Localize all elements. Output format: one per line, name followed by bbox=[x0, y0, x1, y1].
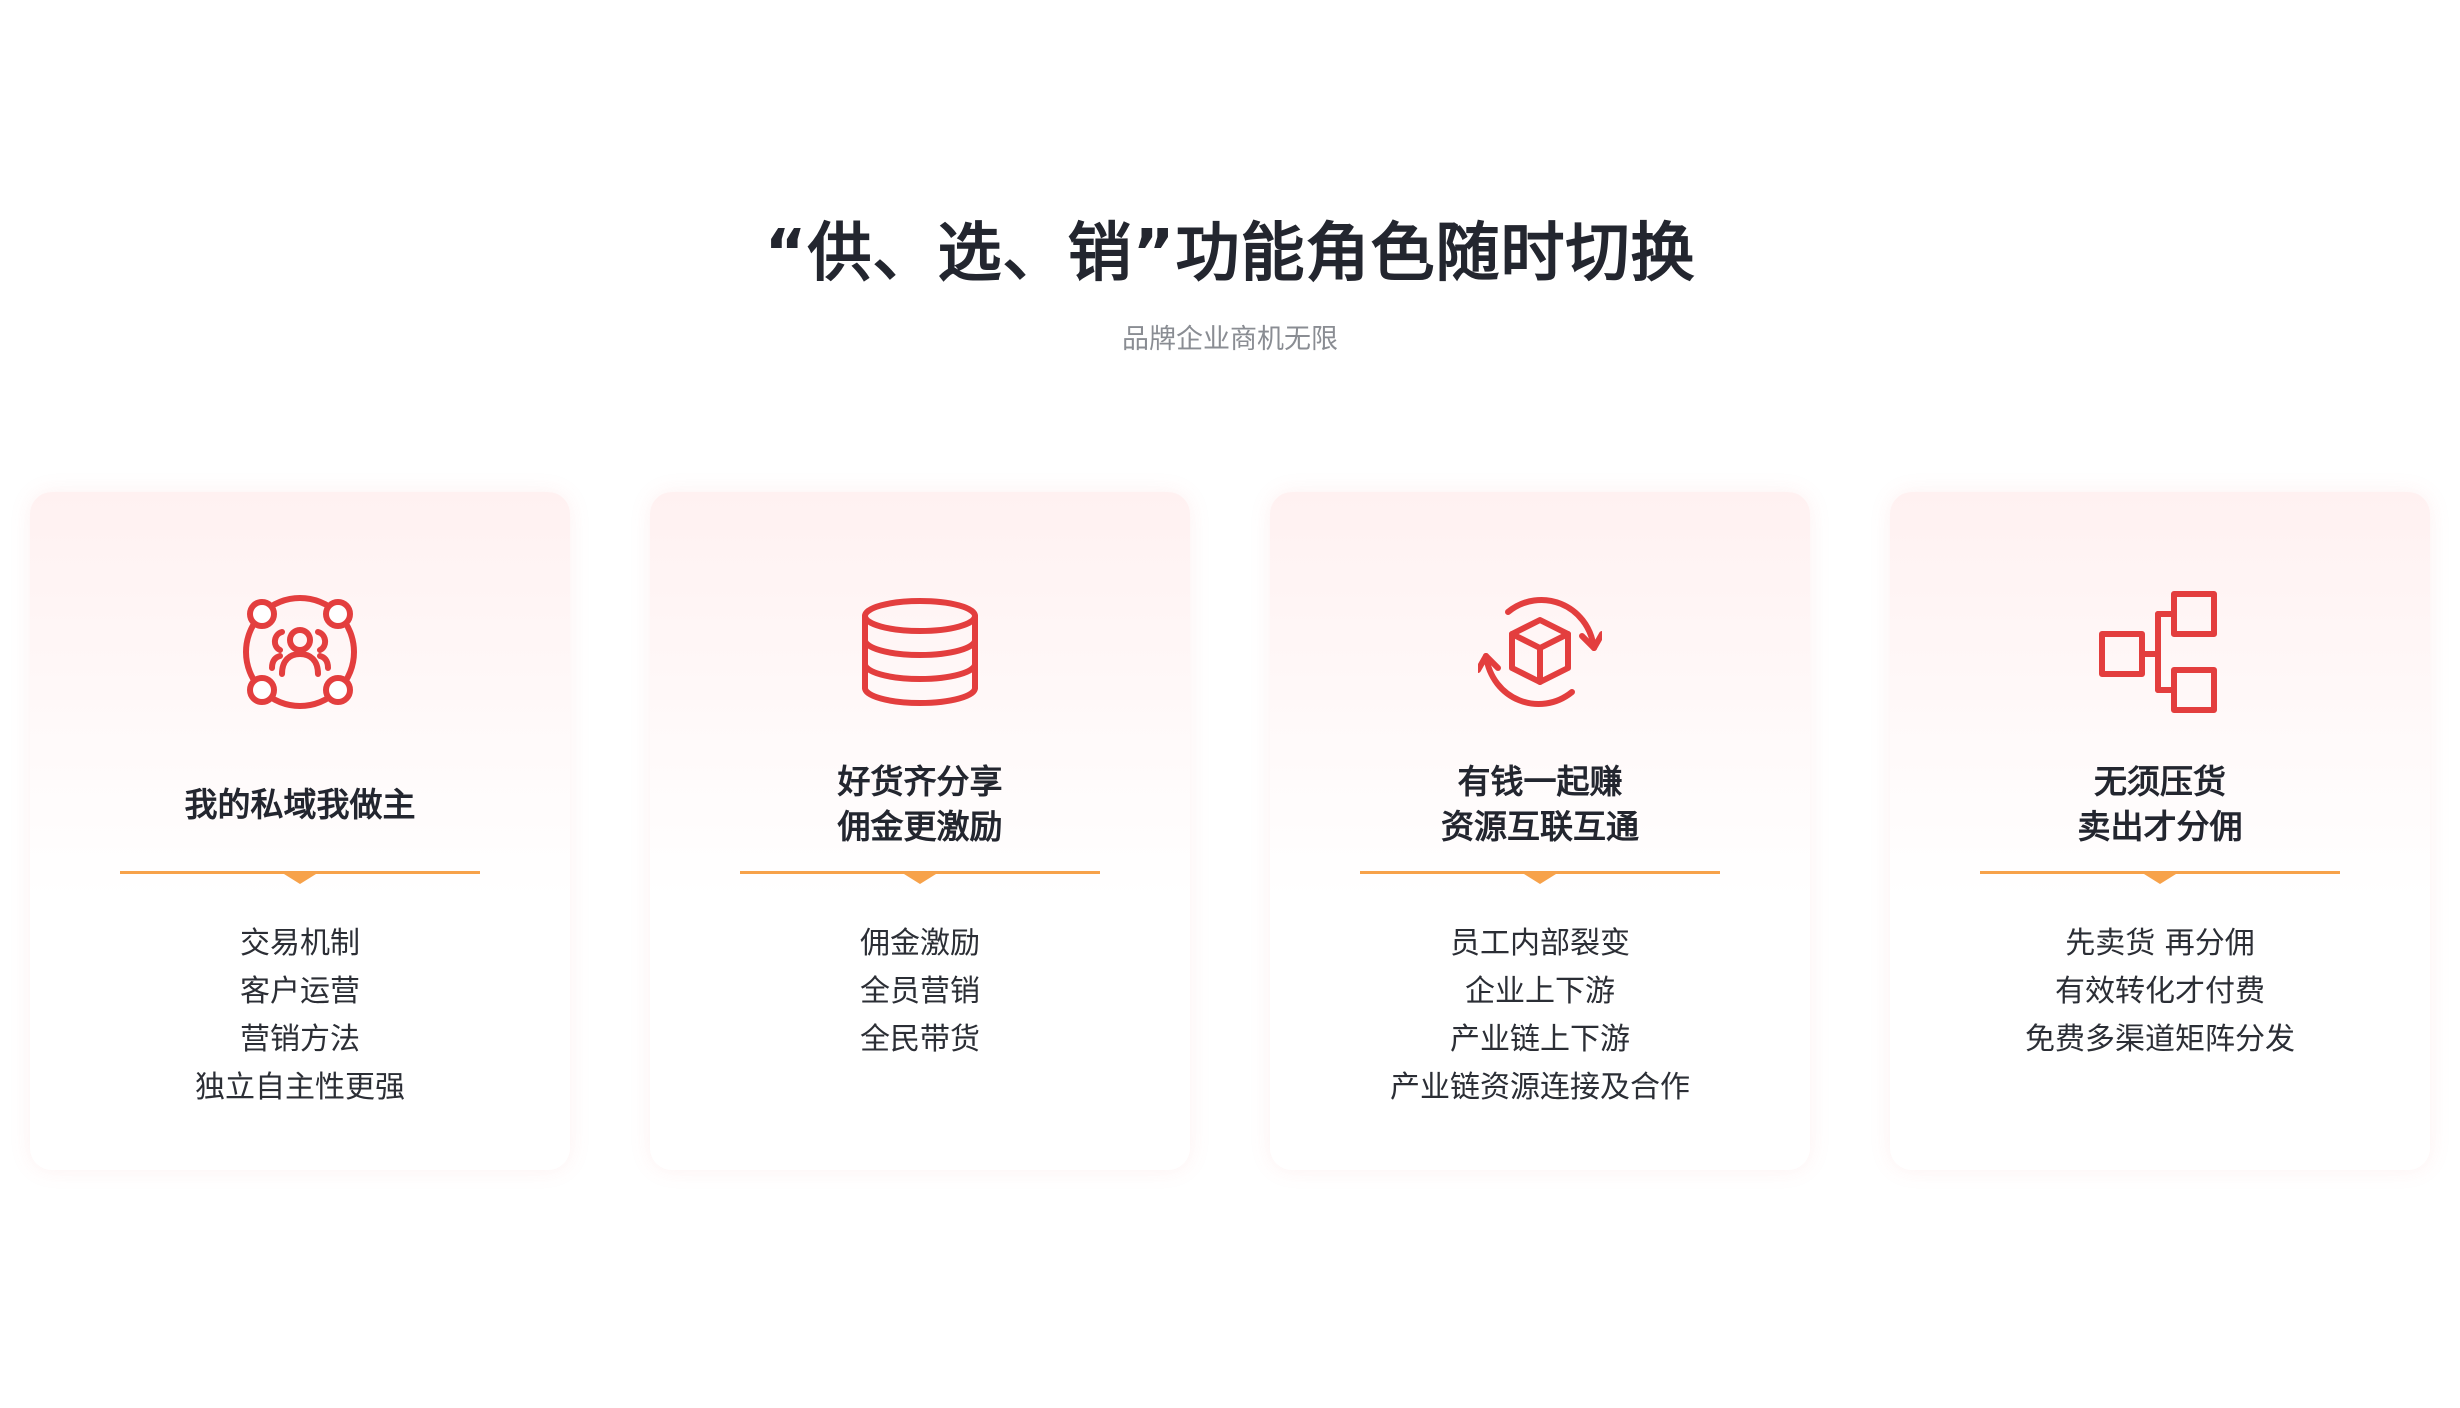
private-domain-users-icon bbox=[238, 590, 362, 714]
card-title-line: 我的私域我做主 bbox=[184, 784, 416, 824]
card-divider-notch bbox=[904, 874, 936, 884]
card-divider-notch bbox=[1524, 874, 1556, 884]
list-item: 佣金激励 bbox=[860, 926, 980, 961]
feature-card-no-inventory: 无须压货 卖出才分佣 先卖货 再分佣 有效转化才付费 免费多渠道矩阵分发 bbox=[1890, 492, 2430, 1170]
card-title: 无须压货 卖出才分佣 bbox=[1890, 754, 2430, 854]
card-title-line: 卖出才分佣 bbox=[2077, 807, 2243, 846]
list-item: 独立自主性更强 bbox=[195, 1070, 405, 1105]
feature-card-private-domain: 我的私域我做主 交易机制 客户运营 营销方法 独立自主性更强 bbox=[30, 492, 570, 1170]
card-title-line: 好货齐分享 bbox=[837, 762, 1003, 801]
database-stack-icon bbox=[858, 590, 982, 714]
list-item: 产业链上下游 bbox=[1450, 1022, 1630, 1057]
card-divider bbox=[1360, 871, 1720, 874]
card-divider bbox=[1980, 871, 2340, 874]
card-divider bbox=[740, 871, 1100, 874]
list-item: 有效转化才付费 bbox=[2055, 974, 2265, 1009]
card-divider-notch bbox=[284, 874, 316, 884]
page-title: “供、选、销”功能角色随时切换 bbox=[764, 217, 1696, 291]
card-feature-list: 佣金激励 全员营销 全民带货 bbox=[650, 920, 1190, 1064]
list-item: 企业上下游 bbox=[1465, 974, 1615, 1009]
list-item: 全员营销 bbox=[860, 974, 980, 1009]
list-item: 产业链资源连接及合作 bbox=[1390, 1070, 1690, 1105]
card-title-line: 有钱一起赚 bbox=[1457, 762, 1623, 801]
card-title: 好货齐分享 佣金更激励 bbox=[650, 754, 1190, 854]
list-item: 员工内部裂变 bbox=[1450, 926, 1630, 961]
list-item: 交易机制 bbox=[240, 926, 360, 961]
card-title: 我的私域我做主 bbox=[30, 754, 570, 854]
list-item: 客户运营 bbox=[240, 974, 360, 1009]
card-divider-notch bbox=[2144, 874, 2176, 884]
section-header: “供、选、销”功能角色随时切换 品牌企业商机无限 bbox=[0, 222, 2460, 353]
card-feature-list: 先卖货 再分佣 有效转化才付费 免费多渠道矩阵分发 bbox=[1890, 920, 2430, 1064]
org-structure-icon bbox=[2098, 590, 2222, 714]
card-title-line: 佣金更激励 bbox=[837, 807, 1003, 846]
cube-refresh-icon bbox=[1478, 590, 1602, 714]
list-item: 先卖货 再分佣 bbox=[2065, 926, 2255, 961]
feature-card-goods-sharing: 好货齐分享 佣金更激励 佣金激励 全员营销 全民带货 bbox=[650, 492, 1190, 1170]
list-item: 免费多渠道矩阵分发 bbox=[2025, 1022, 2295, 1057]
card-divider bbox=[120, 871, 480, 874]
list-item: 全民带货 bbox=[860, 1022, 980, 1057]
page-subtitle: 品牌企业商机无限 bbox=[1122, 324, 1338, 355]
feature-cards: 我的私域我做主 交易机制 客户运营 营销方法 独立自主性更强 好货齐分享 佣金更… bbox=[30, 492, 2430, 1170]
card-title-line: 资源互联互通 bbox=[1441, 807, 1639, 846]
card-title: 有钱一起赚 资源互联互通 bbox=[1270, 754, 1810, 854]
list-item: 营销方法 bbox=[240, 1022, 360, 1057]
card-title-line: 无须压货 bbox=[2094, 762, 2226, 801]
card-feature-list: 员工内部裂变 企业上下游 产业链上下游 产业链资源连接及合作 bbox=[1270, 920, 1810, 1112]
card-feature-list: 交易机制 客户运营 营销方法 独立自主性更强 bbox=[30, 920, 570, 1112]
feature-card-earn-together: 有钱一起赚 资源互联互通 员工内部裂变 企业上下游 产业链上下游 产业链资源连接… bbox=[1270, 492, 1810, 1170]
